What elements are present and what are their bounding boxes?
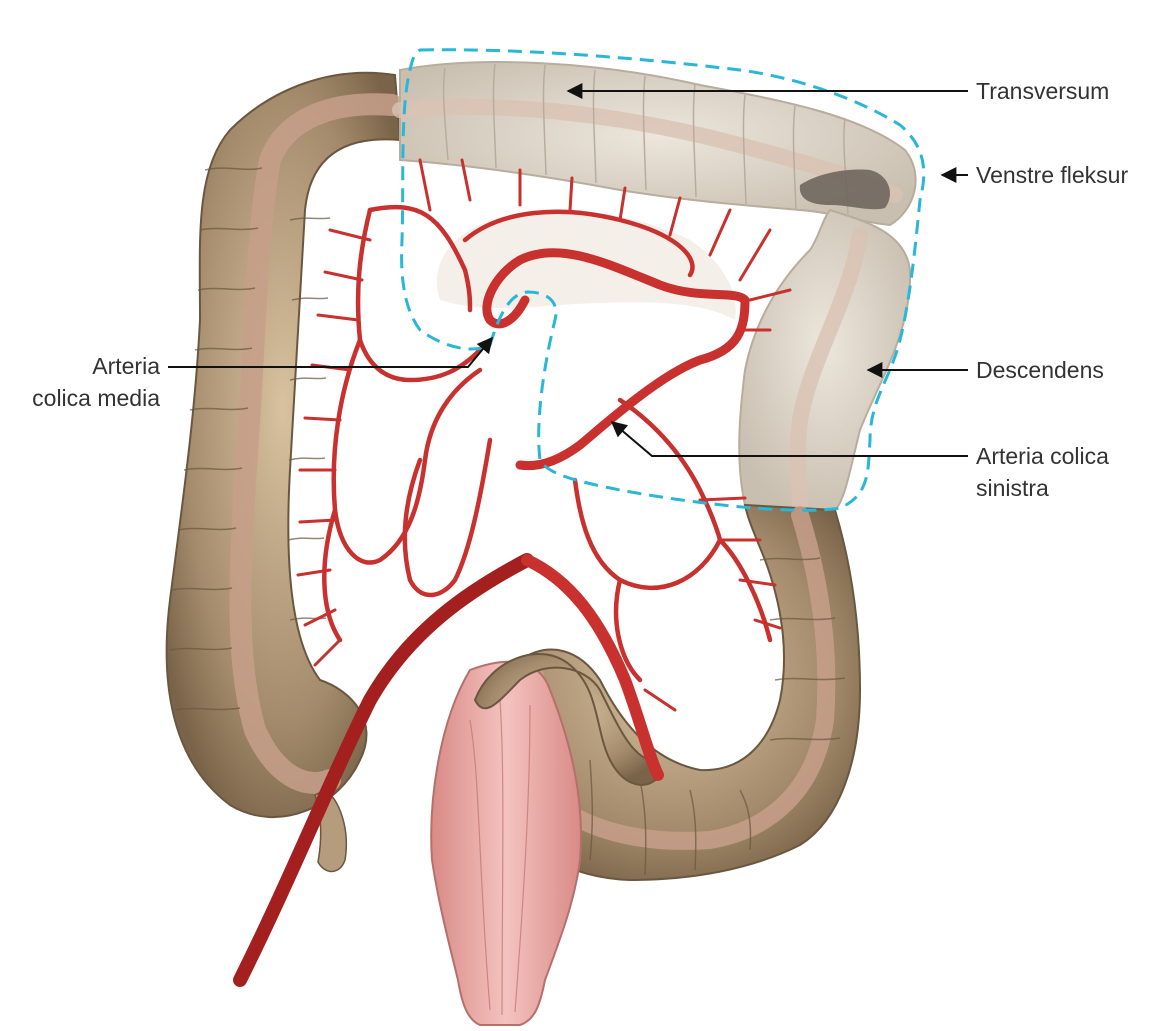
- leader-lines: [168, 83, 968, 457]
- splenic-flexure-patch: [799, 169, 890, 210]
- transverse-colon: [392, 61, 917, 227]
- label-arteria-colica-sinistra-2: sinistra: [976, 475, 1049, 501]
- label-venstre-fleksur: Venstre fleksur: [976, 162, 1129, 188]
- label-arteria-colica-media-2: colica media: [32, 385, 160, 411]
- ascending-colon: [165, 71, 403, 873]
- rectum: [430, 660, 582, 1026]
- arteria-colica-media-leader: [168, 336, 494, 368]
- label-arteria-colica-sinistra-1: Arteria colica: [976, 443, 1109, 469]
- label-arteria-colica-media-1: Arteria: [92, 353, 160, 379]
- arteria-colica-sinistra-leader: [610, 420, 968, 457]
- highlight-outline: [400, 48, 926, 512]
- label-transversum: Transversum: [976, 78, 1110, 104]
- mesentery: [436, 210, 736, 320]
- label-descendens: Descendens: [976, 357, 1104, 383]
- arteries: [233, 158, 792, 987]
